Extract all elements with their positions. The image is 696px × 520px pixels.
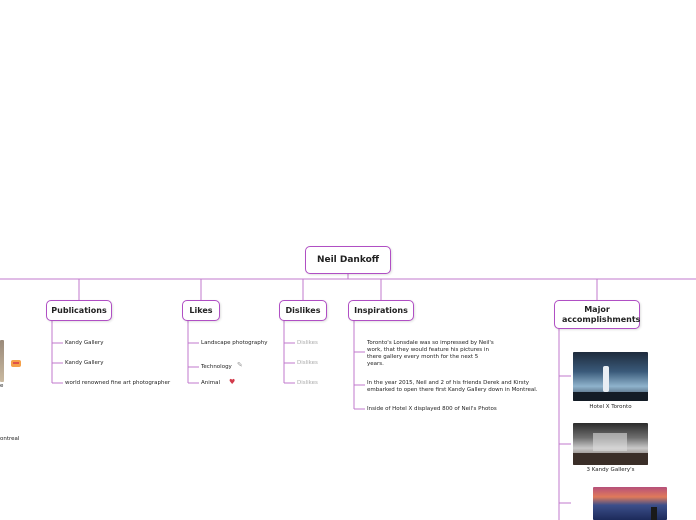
- likes-item[interactable]: Animal: [201, 380, 220, 387]
- offscreen-label-text: ontreal: [0, 436, 20, 442]
- dislikes-item[interactable]: Dislikes: [297, 380, 318, 387]
- likes-item-text: Technology: [201, 364, 232, 370]
- montreal-photo[interactable]: [593, 487, 667, 520]
- inspirations-item-text: Toronto's Lonsdale was so impressed by N…: [367, 340, 494, 367]
- branch-accomplishments-label: Major accomplishments: [562, 305, 641, 324]
- offscreen-label-text: e: [0, 383, 4, 389]
- publications-item[interactable]: Kandy Gallery: [65, 340, 103, 347]
- offscreen-label: e: [0, 383, 3, 390]
- publications-item[interactable]: Kandy Gallery: [65, 360, 103, 367]
- inspirations-item[interactable]: Toronto's Lonsdale was so impressed by N…: [367, 340, 495, 368]
- paw-icon: ♥: [229, 378, 236, 386]
- publications-item-text: Kandy Gallery: [65, 360, 104, 366]
- dislikes-item-text: Dislikes: [297, 360, 318, 366]
- branch-dislikes-label: Dislikes: [285, 306, 321, 315]
- dislikes-item-text: Dislikes: [297, 380, 318, 386]
- hotel-x-caption-text: Hotel X Toronto: [589, 404, 632, 410]
- likes-item-text: Animal: [201, 380, 221, 386]
- likes-item[interactable]: Landscape photography: [201, 340, 268, 347]
- offscreen-label: ontreal: [0, 436, 19, 443]
- likes-item-text: Landscape photography: [201, 340, 268, 346]
- branch-inspirations-label: Inspirations: [354, 306, 408, 315]
- inspirations-item[interactable]: In the year 2015, Neil and 2 of his frie…: [367, 380, 545, 394]
- branch-inspirations[interactable]: Inspirations: [348, 300, 414, 321]
- kandy-gallery-caption-text: 3 Kandy Gallery's: [586, 467, 635, 473]
- branch-accomplishments[interactable]: Major accomplishments: [554, 300, 640, 329]
- likes-item[interactable]: Technology: [201, 364, 232, 371]
- branch-likes[interactable]: Likes: [182, 300, 220, 321]
- sticker-icon: [11, 360, 21, 368]
- branch-publications[interactable]: Publications: [46, 300, 112, 321]
- dislikes-item[interactable]: Dislikes: [297, 360, 318, 367]
- branch-publications-label: Publications: [51, 306, 107, 315]
- hotel-x-caption: Hotel X Toronto: [573, 404, 648, 410]
- inspirations-item-text: Inside of Hotel X displayed 800 of Neil'…: [367, 406, 497, 412]
- pen-icon: ✎: [237, 361, 243, 369]
- branch-dislikes[interactable]: Dislikes: [279, 300, 327, 321]
- publications-item-text: Kandy Gallery: [65, 340, 104, 346]
- kandy-gallery-photo[interactable]: [573, 423, 648, 465]
- kandy-gallery-caption: 3 Kandy Gallery's: [573, 467, 648, 473]
- publications-item-text: world renowned fine art photographer: [65, 380, 171, 386]
- publications-item[interactable]: world renowned fine art photographer: [65, 380, 170, 387]
- root-topic[interactable]: Neil Dankoff: [305, 246, 391, 274]
- inspirations-item[interactable]: Inside of Hotel X displayed 800 of Neil'…: [367, 406, 497, 413]
- branch-likes-label: Likes: [189, 306, 213, 315]
- dislikes-item-text: Dislikes: [297, 340, 318, 346]
- hotel-x-photo[interactable]: [573, 352, 648, 401]
- offscreen-photo: [0, 340, 4, 382]
- dislikes-item[interactable]: Dislikes: [297, 340, 318, 347]
- root-topic-label: Neil Dankoff: [316, 255, 380, 265]
- inspirations-item-text: In the year 2015, Neil and 2 of his frie…: [367, 380, 538, 393]
